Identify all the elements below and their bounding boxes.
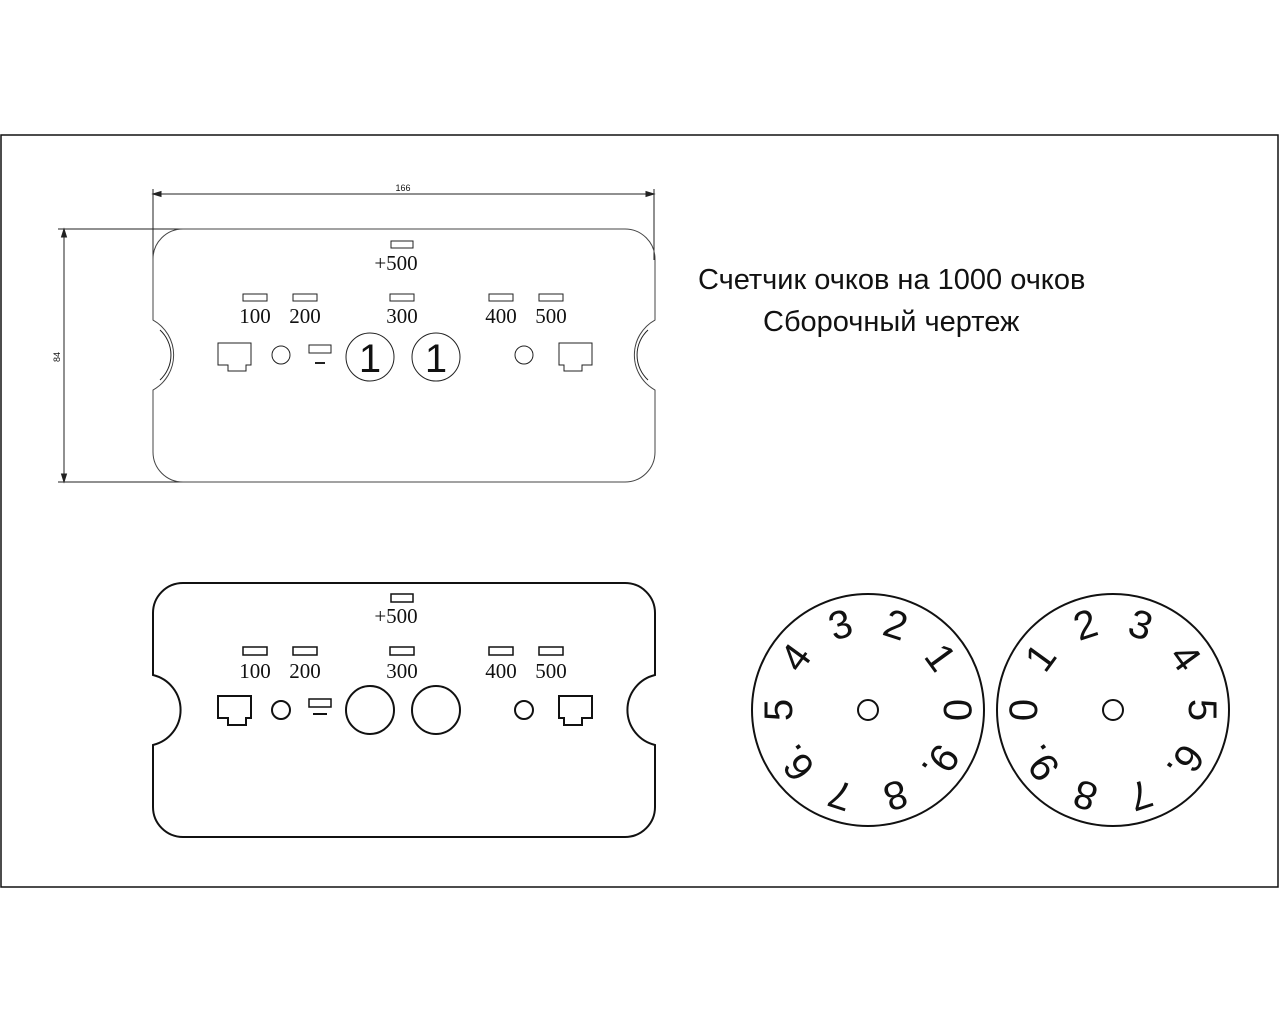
width-arrow-left: [151, 190, 162, 198]
width-arrow-right: [645, 190, 656, 198]
bonus-label-bottom: +500: [374, 604, 417, 628]
window-digit-right: 1: [425, 337, 447, 381]
dial-right-digit-7: 7: [1123, 770, 1158, 819]
hole-right-bottom: [514, 700, 534, 720]
clip-right: [558, 342, 593, 372]
right-notch-edge: [636, 329, 649, 381]
drawing-title: Счетчик очков на 1000 очков: [698, 264, 1086, 296]
digit-window-right: [411, 332, 461, 382]
dial-right-digit-8: 8: [1068, 770, 1103, 819]
dial-left-digit-8: 8: [878, 770, 913, 819]
score-label-500-bottom: 500: [535, 659, 567, 683]
slot-200: [292, 293, 318, 302]
dial-left-digit-7: 7: [823, 770, 858, 819]
hole-left-bottom: [271, 700, 291, 720]
width-dimension-value: 166: [395, 183, 410, 193]
dial-left-digit-3: 3: [823, 601, 858, 650]
slot-100-bottom: [242, 646, 268, 656]
height-arrow-top: [60, 227, 68, 238]
height-arrow-bottom: [60, 473, 68, 484]
top-plate-view: [58, 189, 656, 484]
hole-right: [514, 345, 534, 365]
clip-left: [217, 342, 252, 372]
slot-500: [538, 293, 564, 302]
slot-bonus-bottom: [390, 593, 414, 603]
window-digit-left: 1: [359, 337, 381, 381]
score-label-400-bottom: 400: [485, 659, 517, 683]
slot-200-bottom: [292, 646, 318, 656]
dial-right: [996, 593, 1230, 827]
pointer-bracket: [308, 344, 332, 354]
bottom-plate-view: [152, 582, 656, 838]
score-label-400: 400: [485, 304, 517, 328]
score-label-100-bottom: 100: [239, 659, 271, 683]
score-label-300-bottom: 300: [386, 659, 418, 683]
left-notch-edge: [159, 329, 172, 381]
slot-400-bottom: [488, 646, 514, 656]
dial-left-digit-2: 2: [878, 601, 913, 650]
dial-left-hub: [857, 699, 879, 721]
slot-300-bottom: [389, 646, 415, 656]
dial-right-digit-0: 0: [1002, 699, 1046, 721]
dial-right-digit-1: 1: [1017, 636, 1066, 680]
digit-window-left: [345, 332, 395, 382]
dial-left-digit-0: 0: [935, 699, 979, 721]
pointer-bracket-bottom: [308, 698, 332, 708]
score-label-200-bottom: 200: [289, 659, 321, 683]
dial-left-digit-5: 5: [757, 699, 801, 721]
dial-left-digit-4: 4: [772, 636, 821, 680]
score-label-500: 500: [535, 304, 567, 328]
clip-left-bottom: [217, 695, 252, 726]
score-label-100: 100: [239, 304, 271, 328]
dial-left-digit-1: 1: [916, 636, 965, 680]
dial-right-digit-4: 4: [1161, 636, 1210, 680]
dial-right-digit-2: 2: [1068, 601, 1103, 650]
plate-outline-bottom: [152, 582, 656, 838]
dial-left-rim: [751, 593, 985, 827]
drawing-subtitle: Сборочный чертеж: [763, 306, 1020, 338]
dial-right-rim: [996, 593, 1230, 827]
dial-right-hub: [1102, 699, 1124, 721]
clip-right-bottom: [558, 695, 593, 726]
slot-100: [242, 293, 268, 302]
dial-left: [751, 593, 985, 827]
slot-500-bottom: [538, 646, 564, 656]
score-label-200: 200: [289, 304, 321, 328]
score-label-300: 300: [386, 304, 418, 328]
digit-window-left-bottom: [345, 685, 395, 735]
digit-window-right-bottom: [411, 685, 461, 735]
slot-400: [488, 293, 514, 302]
dial-right-digit-5: 5: [1180, 699, 1224, 721]
dial-right-digit-3: 3: [1123, 601, 1158, 650]
hole-left: [271, 345, 291, 365]
sheet-frame: [0, 134, 1279, 888]
slot-300: [389, 293, 415, 302]
bonus-label: +500: [374, 251, 417, 275]
height-dimension-value: 84: [52, 352, 62, 362]
plate-outline: [152, 228, 656, 483]
slot-bonus: [390, 240, 414, 249]
